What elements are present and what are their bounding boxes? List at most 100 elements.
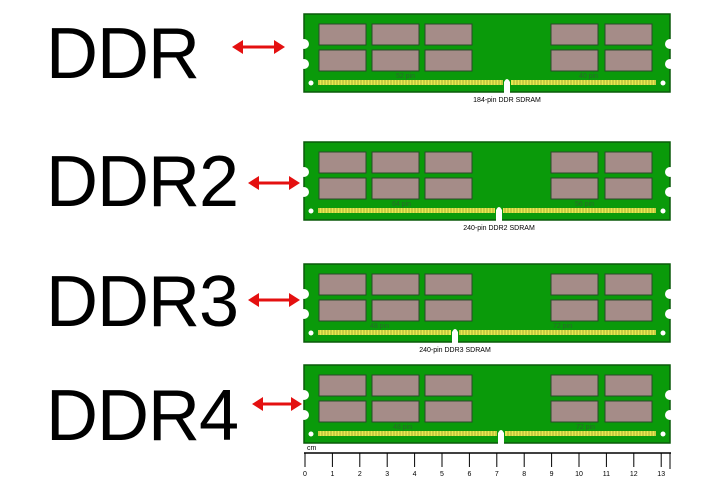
mount-hole (308, 208, 314, 214)
pin-count-left: 48 pin (370, 323, 389, 330)
pin-row-right (503, 208, 656, 213)
side-notch (299, 59, 309, 69)
memory-chip (318, 151, 367, 174)
module-caption: 184-pin DDR SDRAM (473, 97, 541, 104)
pin-row-left (318, 431, 497, 436)
side-notch (299, 289, 309, 299)
memory-chip (371, 299, 420, 322)
side-notch (665, 187, 675, 197)
side-notch (299, 187, 309, 197)
label-ddr3: DDR3 (46, 262, 239, 342)
pin-count-left: 52 pin (396, 73, 415, 80)
side-notch (299, 410, 309, 420)
memory-chip (318, 400, 367, 423)
module-caption: 240-pin DDR2 SDRAM (463, 225, 535, 232)
memory-chip (424, 23, 473, 46)
memory-chip (371, 374, 420, 397)
pin-row-right (459, 330, 656, 335)
mount-hole (308, 431, 314, 437)
ruler-tick-label: 7 (495, 471, 499, 478)
memory-chip (371, 23, 420, 46)
arrow-head-right-icon (291, 397, 302, 411)
label-ddr4: DDR4 (46, 376, 239, 456)
side-notch (665, 390, 675, 400)
memory-chip (604, 49, 653, 72)
module-ddr3 (299, 263, 675, 343)
memory-chip (550, 49, 599, 72)
memory-chip (550, 299, 599, 322)
ruler-unit: cm (307, 445, 317, 452)
mount-hole (660, 330, 666, 336)
memory-chip (371, 49, 420, 72)
memory-chip (604, 273, 653, 296)
mount-hole (660, 431, 666, 437)
ruler-tick-label: 12 (630, 471, 638, 478)
memory-chip (424, 177, 473, 200)
memory-chip (604, 400, 653, 423)
ruler-tick-label: 4 (413, 471, 417, 478)
side-notch (299, 309, 309, 319)
pin-count-right: 40 pin (579, 73, 598, 80)
module-caption: 240-pin DDR3 SDRAM (419, 347, 491, 354)
ruler-tick-label: 8 (522, 471, 526, 478)
memory-chip (318, 23, 367, 46)
memory-chip (318, 49, 367, 72)
side-notch (665, 309, 675, 319)
pin-row-left (318, 80, 503, 85)
side-notch (665, 167, 675, 177)
memory-chip (424, 49, 473, 72)
pin-count-right: 72 pin (553, 323, 572, 330)
pin-row-left (318, 208, 495, 213)
arrow-head-left-icon (232, 40, 243, 54)
memory-chip (550, 273, 599, 296)
side-notch (299, 390, 309, 400)
ruler-tick-label: 11 (603, 471, 610, 478)
key-notch (496, 207, 502, 221)
arrow-head-right-icon (289, 176, 300, 190)
mount-hole (660, 80, 666, 86)
memory-chip (371, 400, 420, 423)
pin-row-left (318, 330, 451, 335)
side-notch (665, 289, 675, 299)
memory-chip (604, 151, 653, 174)
side-notch (299, 39, 309, 49)
memory-chip (550, 400, 599, 423)
side-notch (665, 410, 675, 420)
ruler-tick-label: 0 (303, 471, 307, 478)
arrow-head-right-icon (274, 40, 285, 54)
memory-chip (318, 177, 367, 200)
memory-chip (371, 177, 420, 200)
ruler-tick-label: 10 (575, 471, 583, 478)
memory-chip (424, 400, 473, 423)
key-notch (504, 79, 510, 93)
memory-chip (424, 273, 473, 296)
memory-chip (318, 299, 367, 322)
pin-count-left: 48 pin (393, 424, 412, 431)
memory-chip (424, 374, 473, 397)
memory-chip (550, 151, 599, 174)
arrow-head-right-icon (289, 293, 300, 307)
arrow-head-left-icon (248, 293, 259, 307)
memory-chip (371, 273, 420, 296)
pin-row-right (511, 80, 656, 85)
mount-hole (660, 208, 666, 214)
memory-chip (604, 374, 653, 397)
memory-chip (424, 151, 473, 174)
label-ddr: DDR (46, 14, 200, 94)
memory-chip (550, 374, 599, 397)
pin-count-right: 56 pin (575, 201, 594, 208)
memory-chip (318, 374, 367, 397)
mount-hole (308, 80, 314, 86)
arrow-head-left-icon (248, 176, 259, 190)
memory-chip (550, 177, 599, 200)
side-notch (665, 59, 675, 69)
memory-chip (604, 299, 653, 322)
module-ddr2 (299, 141, 675, 221)
module-ddr4 (299, 364, 675, 444)
memory-chip (318, 273, 367, 296)
ruler-tick-label: 3 (385, 471, 389, 478)
memory-chip (371, 151, 420, 174)
memory-chip (550, 23, 599, 46)
ruler-tick-label: 9 (550, 471, 554, 478)
